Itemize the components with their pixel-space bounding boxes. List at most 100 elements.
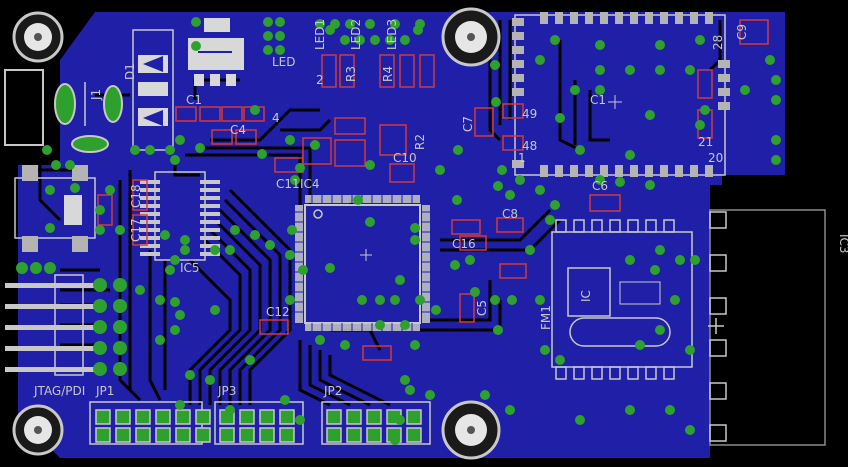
- via: [555, 113, 565, 123]
- via: [490, 60, 500, 70]
- header-pad: [366, 409, 382, 425]
- via: [525, 245, 535, 255]
- label-c6: C6: [592, 179, 608, 193]
- header-pad: [279, 427, 295, 443]
- via: [353, 195, 363, 205]
- header-pad: [195, 427, 211, 443]
- via: [390, 295, 400, 305]
- via: [355, 35, 365, 45]
- via: [655, 40, 665, 50]
- via: [771, 135, 781, 145]
- label-ic3: IC3: [837, 234, 848, 254]
- via: [160, 230, 170, 240]
- power-jack-j1: [4, 69, 123, 153]
- label-led2: LED2: [349, 19, 363, 50]
- via: [390, 435, 400, 445]
- via: [497, 165, 507, 175]
- via: [685, 65, 695, 75]
- via: [245, 355, 255, 365]
- via: [95, 225, 105, 235]
- via: [410, 223, 420, 233]
- via: [275, 31, 285, 41]
- label-j1: J1: [89, 89, 103, 101]
- via: [413, 25, 423, 35]
- via: [400, 35, 410, 45]
- via: [275, 45, 285, 55]
- via: [595, 40, 605, 50]
- via: [535, 55, 545, 65]
- via: [340, 35, 350, 45]
- via: [263, 31, 273, 41]
- via: [70, 183, 80, 193]
- via: [507, 295, 517, 305]
- via: [685, 345, 695, 355]
- label-pin-4: 4: [272, 111, 280, 125]
- via: [135, 285, 145, 295]
- via: [315, 19, 325, 29]
- label-jp2: JP2: [323, 384, 342, 398]
- label-c4: C4: [230, 123, 246, 137]
- label-c8: C8: [502, 207, 518, 221]
- ic5-package: [140, 171, 220, 261]
- via: [400, 375, 410, 385]
- via: [655, 325, 665, 335]
- via: [625, 405, 635, 415]
- header-pad: [346, 409, 362, 425]
- via: [410, 235, 420, 245]
- label-pin-2: 2: [316, 73, 324, 87]
- via: [395, 275, 405, 285]
- label-c12: C12: [266, 305, 290, 319]
- label-jtag: JTAG/PDI: [33, 384, 85, 398]
- via: [42, 145, 52, 155]
- led-resistor-blocks: [97, 19, 769, 361]
- via: [340, 340, 350, 350]
- via: [595, 175, 605, 185]
- copper-pour-upper-right: [500, 12, 785, 185]
- via: [450, 260, 460, 270]
- via: [115, 225, 125, 235]
- label-fm1: FM1: [539, 305, 553, 330]
- label-c7: C7: [461, 116, 475, 132]
- via: [257, 149, 267, 159]
- label-pin-48: 48: [522, 139, 537, 153]
- via: [295, 163, 305, 173]
- header-pad: [219, 427, 235, 443]
- label-c18: C18: [129, 184, 143, 208]
- via: [655, 65, 665, 75]
- upper-right-connector: [512, 12, 730, 177]
- header-pad: [346, 427, 362, 443]
- via: [670, 295, 680, 305]
- label-r3: R3: [344, 66, 358, 82]
- via: [650, 265, 660, 275]
- via: [545, 215, 555, 225]
- mounting-holes: [12, 7, 501, 460]
- via: [290, 175, 300, 185]
- via: [165, 145, 175, 155]
- via: [395, 415, 405, 425]
- via: [405, 385, 415, 395]
- label-c16: C16: [452, 237, 476, 251]
- header-pad: [175, 427, 191, 443]
- label-jp3: JP3: [217, 384, 236, 398]
- via: [295, 415, 305, 425]
- via: [675, 255, 685, 265]
- microcontroller-qfp: [295, 195, 430, 331]
- via: [170, 297, 180, 307]
- via: [685, 425, 695, 435]
- via: [493, 325, 503, 335]
- header-pad: [239, 409, 255, 425]
- via: [690, 255, 700, 265]
- via: [287, 225, 297, 235]
- via: [263, 45, 273, 55]
- via: [365, 217, 375, 227]
- header-pad: [155, 409, 171, 425]
- via: [765, 55, 775, 65]
- via: [298, 265, 308, 275]
- via: [490, 295, 500, 305]
- via: [225, 245, 235, 255]
- header-pad: [115, 409, 131, 425]
- via: [505, 190, 515, 200]
- via: [145, 145, 155, 155]
- via: [595, 85, 605, 95]
- via: [540, 345, 550, 355]
